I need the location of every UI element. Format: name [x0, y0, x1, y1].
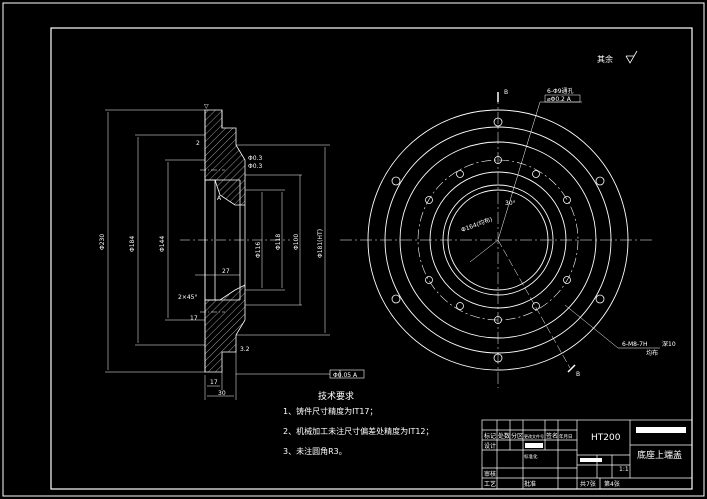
- title-block-strip3: [525, 443, 543, 448]
- thread-note: 6-M8-7H: [622, 341, 647, 348]
- dim-len17a: 17: [210, 379, 218, 386]
- part-name: 底座上端盖: [637, 449, 682, 461]
- section-label-b-top: B: [504, 89, 508, 96]
- title-block-strip: [636, 427, 686, 433]
- section-view: [105, 109, 365, 400]
- scale-label: 1:1: [619, 466, 629, 473]
- dim-d118: Φ118: [275, 234, 282, 250]
- dim-r4: A: [217, 195, 222, 202]
- dim-d100: Φ100: [293, 234, 300, 250]
- sheet-index: 第4张: [604, 480, 620, 488]
- dim-d144: Φ144: [159, 236, 166, 252]
- dim-d184: Φ184: [129, 236, 136, 252]
- dim-r2: Φ0.3: [248, 163, 262, 170]
- thread-note2: 均布: [646, 349, 658, 357]
- dim-len27: 27: [222, 268, 230, 275]
- roughness-label: 其余: [597, 54, 613, 64]
- dim-len17b: 17: [190, 315, 198, 322]
- inner-border: [50, 27, 693, 490]
- material-label: HT200: [591, 433, 621, 443]
- tech-item-3: 3、未注圆角R3。: [283, 446, 347, 456]
- hole-note-top: 6-Φ9通孔: [547, 87, 574, 95]
- roughness-symbol-icon: [625, 50, 638, 64]
- title-block-strip2: [580, 458, 602, 462]
- dim-r1: Φ0.3: [248, 155, 262, 162]
- dim-d181: Φ181(HT): [317, 229, 324, 258]
- tb-cell-9: 工艺: [484, 480, 496, 488]
- sheet-total: 共7张: [580, 480, 596, 488]
- dim-len2: 2: [196, 140, 200, 147]
- dim-d230: Φ230: [99, 234, 106, 250]
- angle-label: 30°: [505, 200, 516, 207]
- pcd-label: Φ164(均布): [460, 215, 494, 234]
- tech-item-1: 1、铸件尺寸精度为IT17；: [283, 406, 378, 416]
- hole-note-top2: ⌀Φ0.2 A: [547, 96, 572, 103]
- tech-item-2: 2、机械加工未注尺寸偏差处精度为IT12；: [283, 426, 434, 436]
- tb-cell-7: 标准化: [524, 453, 538, 460]
- tb-cell-8: 审核: [484, 470, 496, 478]
- dim-chamfer: 2×45°: [178, 294, 197, 301]
- tb-cell-0: 标记: [484, 432, 496, 440]
- tb-cell-10: 批准: [524, 480, 536, 488]
- tb-cell-3: 更改文件号: [524, 433, 544, 439]
- tb-cell-1: 处数: [498, 432, 510, 440]
- dim-len30: 30: [218, 390, 226, 397]
- tb-cell-6: 设计: [484, 442, 496, 450]
- datum-frame: Φ0.05 A: [333, 372, 358, 379]
- tech-title: 技术要求: [318, 390, 354, 402]
- thread-depth: 深10: [662, 340, 676, 348]
- front-view: [340, 92, 660, 388]
- dim-r3: 3.2: [240, 346, 250, 353]
- tb-cell-2: 分区: [511, 432, 523, 440]
- tb-cell-4: 签名: [546, 432, 558, 440]
- title-block: [481, 419, 693, 490]
- dim-d116: Φ116: [255, 242, 262, 258]
- front-view-holes: [391, 117, 605, 363]
- section-label-b-bottom: B: [576, 371, 580, 378]
- dim-flat: ▽: [204, 103, 209, 110]
- tb-cell-5: 年月日: [559, 433, 573, 440]
